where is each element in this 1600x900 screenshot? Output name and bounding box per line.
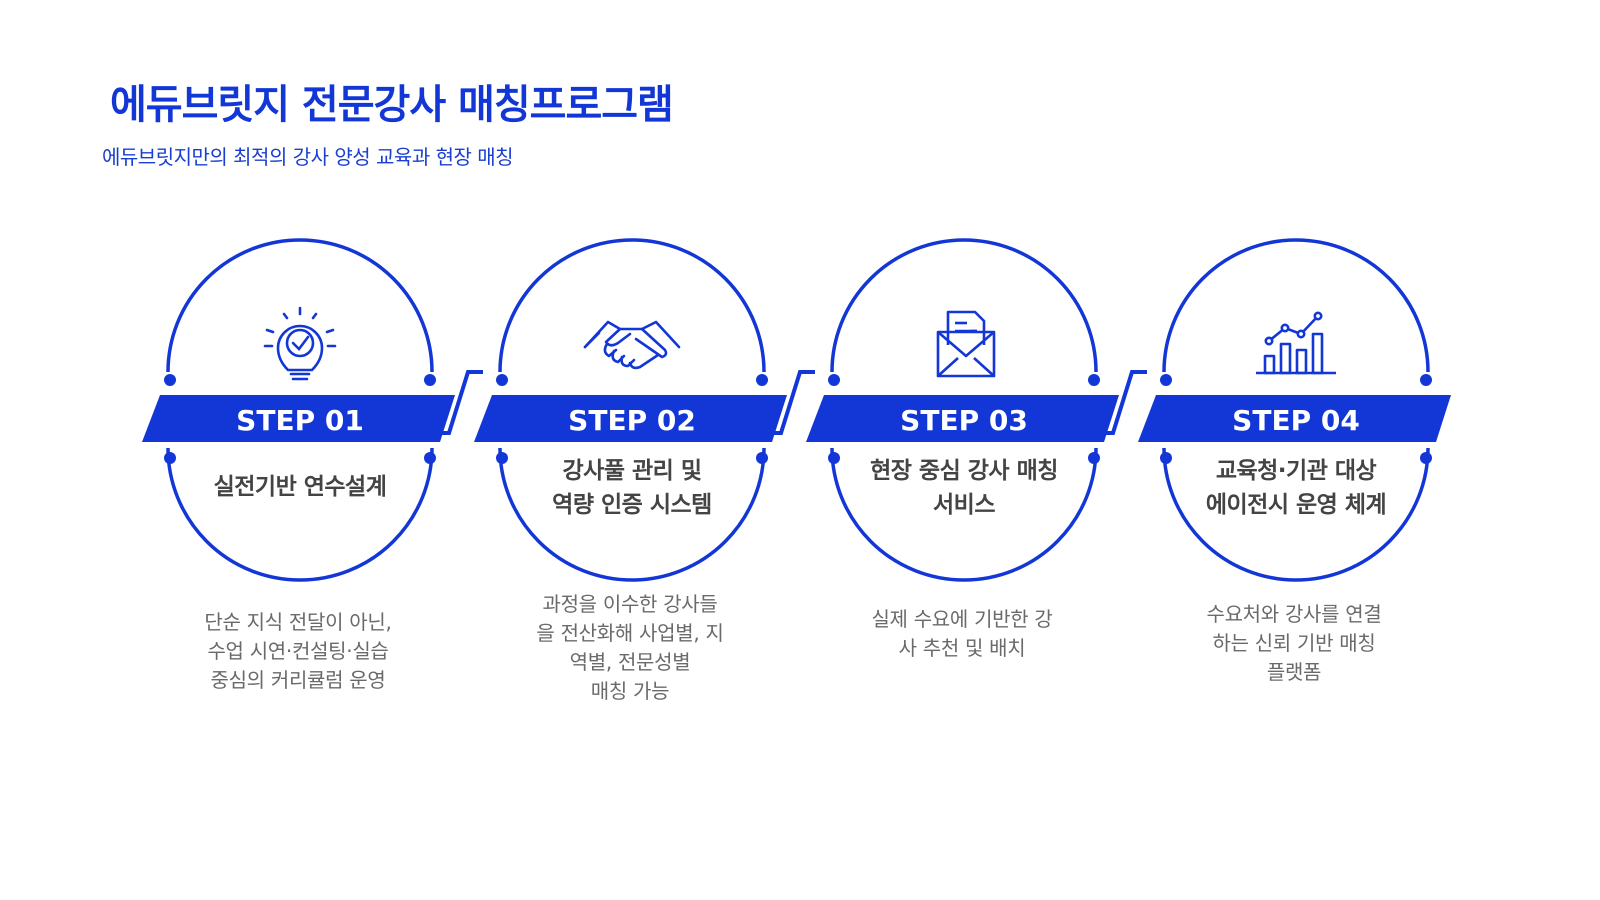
step-3-label: 현장 중심 강사 매칭 서비스 [870, 458, 1058, 518]
step-4-badge: STEP 04 [1232, 404, 1360, 437]
envelope-document-icon [936, 310, 996, 378]
step-1-description: 단순 지식 전달이 아닌, 수업 시연·컨설팅·실습 중심의 커리큘럼 운영 [204, 610, 392, 692]
page-subtitle: 에듀브릿지만의 최적의 강사 양성 교육과 현장 매칭 [102, 145, 514, 169]
step-1-node: STEP 01 [142, 238, 455, 582]
lightbulb-check-icon [263, 306, 337, 381]
step-3-node: STEP 03 [806, 238, 1119, 582]
step-4-node: STEP 04 [1138, 238, 1451, 582]
step-2-label: 강사풀 관리 및 역량 인증 시스템 [552, 458, 712, 518]
step-4-description: 수요처와 강사를 연결 하는 신뢰 기반 매칭 플랫폼 [1206, 602, 1382, 684]
step-2-node: STEP 02 [474, 238, 787, 582]
step-3-description: 실제 수요에 기반한 강 사 추천 및 배치 [871, 607, 1053, 660]
step-1-badge: STEP 01 [236, 404, 364, 437]
page-title: 에듀브릿지 전문강사 매칭프로그램 [110, 82, 674, 128]
step-1-label: 실전기반 연수설계 [213, 474, 387, 500]
step-2-badge: STEP 02 [568, 404, 696, 437]
step-2-description: 과정을 이수한 강사들 을 전산화해 사업별, 지 역별, 전문성별 매칭 가능 [536, 592, 724, 703]
bar-chart-trend-icon [1256, 311, 1336, 375]
step-4-label: 교육청·기관 대상 에이전시 운영 체계 [1205, 458, 1387, 518]
handshake-icon [583, 320, 681, 370]
step-3-badge: STEP 03 [900, 404, 1028, 437]
